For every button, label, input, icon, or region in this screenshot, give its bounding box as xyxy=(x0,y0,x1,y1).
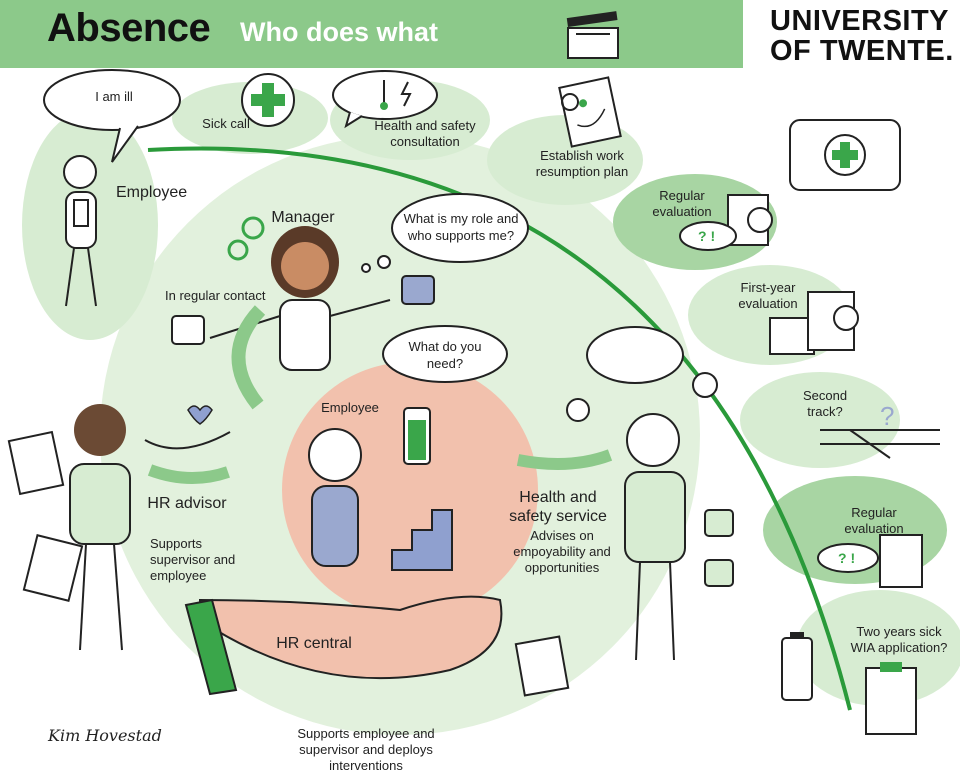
work-resumption-plan-label: Establish work resumption plan xyxy=(535,148,629,179)
magnifier-icon xyxy=(692,372,718,398)
second-track-label: Second track? xyxy=(802,388,848,419)
timeline-arc xyxy=(147,146,852,711)
medical-cross-icon xyxy=(241,73,295,127)
sleeve xyxy=(184,598,238,696)
svg-text:?: ? xyxy=(880,401,894,431)
railway-switch-icon: ? xyxy=(820,401,940,459)
hs-service-label: Health and safety service xyxy=(509,489,607,525)
page-title: Absence xyxy=(47,6,211,50)
what-do-you-need-text: What do you need? xyxy=(408,339,482,371)
center-employee-label: Employee xyxy=(321,400,379,415)
manager-figure xyxy=(209,226,391,371)
clipboard-icon-hr xyxy=(22,534,84,602)
hr-advisor-figure xyxy=(69,404,131,651)
regular-evaluation-1-label: Regular evaluation xyxy=(652,188,712,219)
clapperboard-icon xyxy=(566,11,619,59)
health-safety-figure xyxy=(624,413,686,661)
green-arrow-hs xyxy=(516,449,613,470)
puzzle-icon-blue xyxy=(401,275,435,305)
cloud-thought-icon xyxy=(586,326,684,384)
calendar-icon xyxy=(769,291,859,355)
green-arrow-hr xyxy=(147,464,230,484)
document-icon xyxy=(7,430,65,496)
lightbulb-icon xyxy=(566,398,590,422)
weather-speech-icon xyxy=(332,70,438,129)
first-year-evaluation-label: First-year evaluation xyxy=(738,280,798,311)
sick-call-label: Sick call xyxy=(202,116,250,131)
artist-credit: Kim Hovestad xyxy=(48,726,162,745)
puzzle-icon-green xyxy=(704,509,734,537)
need-bubble xyxy=(382,325,508,383)
speech-bubble xyxy=(43,69,181,163)
logo-line-2: OF TWENTE. xyxy=(770,35,954,67)
battery-full-icon xyxy=(403,407,431,465)
svg-text:? !: ? ! xyxy=(698,228,715,244)
first-aid-kit-icon xyxy=(789,119,901,191)
hr-central-description: Supports employee and supervisor and dep… xyxy=(297,726,435,773)
svg-text:? !: ? ! xyxy=(838,550,855,566)
hr-central-hand xyxy=(199,595,503,680)
clipboard-icon xyxy=(865,662,917,735)
puzzle-icon-white xyxy=(171,315,205,345)
gear-icon xyxy=(561,93,579,111)
battery-low-icon xyxy=(781,632,813,701)
logo-line-1: UNIVERSITY xyxy=(770,5,950,37)
manager-thought-text: What is my role and who supports me? xyxy=(403,211,519,243)
hr-central-label: HR central xyxy=(276,635,352,652)
regular-evaluation-2-label: Regular evaluation xyxy=(844,505,904,536)
second-track-blob xyxy=(740,372,900,468)
hr-advisor-description: Supports supervisor and employee xyxy=(150,536,236,583)
green-arrow-manager xyxy=(231,305,266,410)
employee-label-top: Employee xyxy=(116,184,188,201)
two-years-sick-label: Two years sick WIA application? xyxy=(850,624,948,655)
thought-bubble xyxy=(361,193,529,273)
speech-bubble-text: I am ill xyxy=(95,89,133,104)
employee-figure xyxy=(63,155,97,307)
header-bar xyxy=(0,0,743,68)
hand-heart-icon xyxy=(144,405,231,450)
evaluation-doc-icon: ? ! xyxy=(679,194,773,251)
evaluation-doc-icon-2: ? ! xyxy=(817,534,923,588)
puzzle-icon-green-2 xyxy=(704,559,734,587)
health-safety-consultation-label: Health and safety consultation xyxy=(374,118,476,149)
gear-icon-manager xyxy=(227,216,265,261)
hs-service-description: Advises on empoyability and opportunitie… xyxy=(513,528,611,575)
stairs-icon xyxy=(391,509,453,571)
center-employee-figure xyxy=(308,428,362,567)
two-years-blob xyxy=(796,590,960,706)
manager-label: Manager xyxy=(271,209,335,226)
university-logo: UNIVERSITY OF TWENTE. xyxy=(770,6,954,66)
regular-contact-label: In regular contact xyxy=(165,288,266,303)
hr-advisor-label: HR advisor xyxy=(147,495,227,512)
page-subtitle: Who does what xyxy=(240,17,438,47)
plan-sheet-icon-2 xyxy=(514,635,570,697)
